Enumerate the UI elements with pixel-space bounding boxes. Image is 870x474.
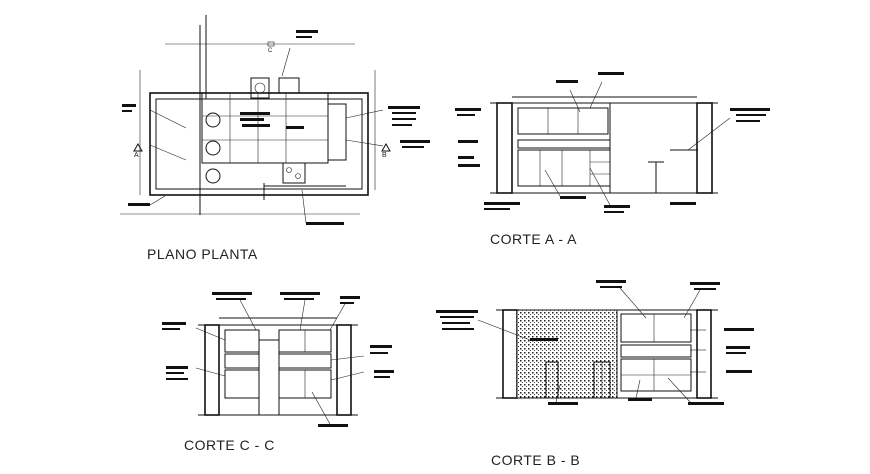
- marker-label-b: B: [382, 152, 388, 159]
- marker-label-c: C: [268, 48, 273, 54]
- section-c-c: [162, 292, 394, 427]
- marker-label-a: A: [134, 152, 140, 159]
- title-corte-c-c: CORTE C - C: [184, 437, 275, 453]
- section-marker-a: [267, 41, 275, 47]
- section-b-b: [436, 280, 754, 405]
- title-plano-planta: PLANO PLANTA: [147, 246, 258, 262]
- section-a-a: [455, 72, 770, 213]
- floor-plan: [120, 15, 430, 225]
- title-corte-b-b: CORTE B - B: [491, 452, 581, 468]
- title-corte-a-a: CORTE A - A: [490, 231, 577, 247]
